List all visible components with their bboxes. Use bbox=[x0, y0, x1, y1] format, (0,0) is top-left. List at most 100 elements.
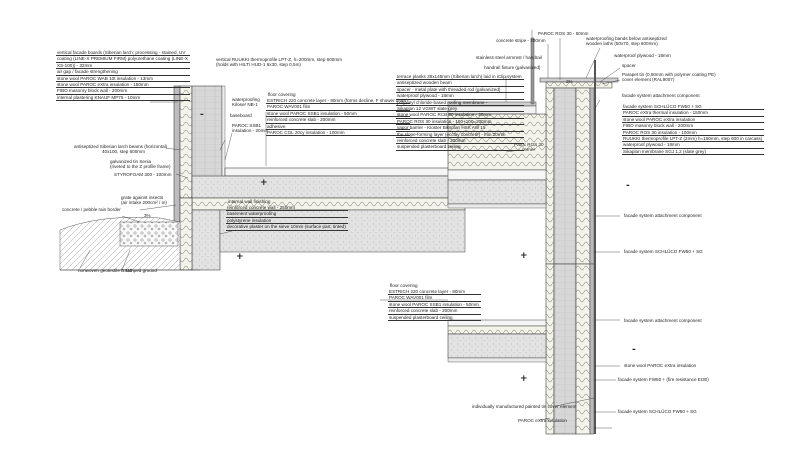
painted-tin-label: individually manufactured painted tin co… bbox=[472, 404, 577, 409]
parapet-line: Parapet tin (0,50mm with polymer coating… bbox=[622, 72, 716, 77]
styrofoam-label: STYROFOAM 300 - 100mm bbox=[114, 172, 172, 177]
terrace-layer: polyvinyl chloride-based roofing membran… bbox=[396, 100, 524, 107]
wall-finishing-title: internal wall finishing bbox=[228, 199, 271, 204]
waterproofing-line: waterproofing bbox=[232, 97, 260, 102]
galvanized-tin-label: galvanized tin Senia (riveted to the Z p… bbox=[110, 159, 171, 170]
concrete-stripe-label: concrete stripe - 200mm bbox=[496, 38, 546, 43]
pebble-border-label: concrete / pebble rain border bbox=[62, 207, 121, 212]
corner-line: corner bbox=[522, 147, 536, 153]
terrace-layer: the slope-forming layer (ecclay concrete… bbox=[396, 132, 524, 139]
parapet-label: Parapet tin (0,50mm with polymer coating… bbox=[622, 72, 716, 83]
terrace-layer: vapor barrier - Kloster Biksplan HSK AW … bbox=[396, 125, 524, 132]
thermoprofile-line: (holds with HILTI HUD-1 6x30, step 0,5m) bbox=[216, 62, 301, 68]
corner-label: Paroc ROS 30 corner bbox=[514, 142, 544, 153]
galvanized-line: galvanized tin Senia bbox=[110, 159, 152, 164]
steel-armrest-label: stainless steel armrest / handrail bbox=[476, 55, 542, 60]
grate-label: grate against insects (air intake 200cm²… bbox=[121, 195, 167, 206]
terrace-layer: stone wool PAROC RCB 80 insulation - 20m… bbox=[396, 112, 524, 119]
grate-line: (air intake 200cm² / m) bbox=[121, 200, 167, 206]
facade-layer: vertical facade boards (Siberian larch; … bbox=[56, 50, 190, 57]
terrace-layer: terrace planks 28x145mm (Siberian larch)… bbox=[396, 74, 524, 81]
paroc-ros-top-label: PAROC ROS 30 - 50mm bbox=[538, 31, 589, 36]
galvanized-line: (riveted to the Z profile frame) bbox=[110, 164, 171, 170]
baseboard-label: baseboard bbox=[230, 113, 252, 118]
floor-layer: PAROC CGL 20cy insulation - 100mm bbox=[266, 130, 410, 137]
interior-plus-symbol: + bbox=[260, 178, 268, 188]
terrace-layer: PAROC ROS 30 insulation - 100+100=200mm bbox=[396, 119, 524, 126]
facade-system-layer: PAROC eXtra thermal insulation - 150mm bbox=[622, 110, 765, 117]
ssb1-line: insulation - 20mm bbox=[232, 128, 269, 134]
floor-layer: adhesive bbox=[266, 124, 410, 131]
handrail-fixture-label: handrail fixture (galvanized) bbox=[484, 65, 541, 70]
facade-system-layer: RUUKKI thermoprofile LPT-Z (2mm) h=150mm… bbox=[622, 136, 765, 143]
bands-line: wooden laths (50x70, step 600mm) bbox=[586, 41, 658, 47]
floor-layer: suspended plasterboard ceiling bbox=[388, 315, 481, 322]
corner-line: Paroc ROS 30 bbox=[514, 142, 544, 147]
facade-layer: coating (LINE-X PREMIUM FIRM) polyuretha… bbox=[56, 56, 190, 63]
terrace-layer: Sikaplan 12 VGWT slate grey bbox=[396, 106, 524, 113]
floor-layer-stack-right: ESTRICH 220 concrete layer - 80mm PAROC … bbox=[388, 289, 481, 322]
floor-layer: PAROC WAV001 film bbox=[388, 295, 481, 302]
exterior-minus-symbol: - bbox=[494, 146, 498, 156]
paroc-extra-ins-label: PAROC eXtra insulation bbox=[518, 418, 567, 423]
facade-system-stack: facade system SCHLÜCO FW50 + SG PAROC eX… bbox=[622, 104, 765, 156]
facade-layer-stack: vertical facade boards (Siberian larch; … bbox=[56, 50, 190, 102]
facade-system-layer: stone wool PAROC eXtra insulation bbox=[622, 117, 765, 124]
terrace-layer: suspended plasterboard ceiling bbox=[396, 144, 524, 151]
facade-system-layer: FIBO masonry block wall - 200mm bbox=[622, 123, 765, 130]
floor-layer: ESTRICH 220 concrete layer - 80mm bbox=[388, 289, 481, 296]
floor-layer: reinforced concrete slab - 200mm bbox=[388, 308, 481, 315]
terrace-layer: waterproof plywood - 18mm bbox=[396, 93, 524, 100]
geotextile-label: nonwoven geotextile BS15 bbox=[78, 268, 133, 273]
terrace-layer-stack: terrace planks 28x145mm (Siberian larch)… bbox=[396, 74, 524, 151]
floor-layer: stone wool PAROC SSB1 insulation - 50mm bbox=[266, 111, 410, 118]
parapet-line: cover element (RAL9007) bbox=[622, 77, 675, 83]
floor-covering-title: floor covering bbox=[268, 92, 296, 97]
floor-layer: PAROC WAV001 film bbox=[266, 104, 410, 111]
waterproof-plywood-label: waterproof plywood - 18mm bbox=[614, 53, 671, 58]
basement-wall-stack: reinforced concrete wall - 250mm basemen… bbox=[226, 205, 348, 231]
waterproofing-label: waterproofing Kiloser NB-1 bbox=[232, 97, 260, 108]
exterior-minus-symbol: - bbox=[632, 345, 636, 355]
floor-layer-stack: ESTRICH 220 concrete layer - 80mm (forms… bbox=[266, 98, 410, 137]
thermoprofile-line: vertical RUUKKI thermoprofile LPT-Z, h=2… bbox=[216, 57, 342, 62]
beams-line: 40x100, step 600mm bbox=[102, 149, 145, 155]
paroc-ssb1-label: PAROC SSB1 insulation - 20mm bbox=[232, 123, 268, 134]
stone-extra-label: stone wool PAROC eXtra insulation bbox=[624, 363, 697, 368]
terrace-layer: spacer - metal plate with threaded rod (… bbox=[396, 87, 524, 94]
waterproofing-line: Kiloser NB-1 bbox=[232, 102, 258, 108]
facade-system-layer: facade system SCHLÜCO FW50 + SG bbox=[622, 104, 765, 111]
interior-plus-symbol: + bbox=[520, 374, 528, 384]
wall-layer: basement waterproofing bbox=[226, 211, 348, 218]
ssb1-line: PAROC SSB1 bbox=[232, 123, 262, 128]
tamped-ground-label: tamped ground bbox=[126, 268, 157, 273]
facade-layer: stone wool PAROC WAB 10t insulation - 13… bbox=[56, 76, 190, 83]
wall-layer: reinforced concrete wall - 250mm bbox=[226, 205, 348, 212]
attachment-mid-label: facade system attachment component bbox=[624, 213, 702, 218]
grate-line: grate against insects bbox=[121, 195, 164, 200]
facade-layer: FIBO masonry block wall - 200mm bbox=[56, 88, 190, 95]
wall-layer: decorative plaster on the sieve 10mm (su… bbox=[226, 224, 348, 231]
floor-layer: reinforced concrete slab - 200mm bbox=[266, 117, 410, 124]
spacer-label: spacer bbox=[622, 63, 636, 68]
interior-plus-symbol: + bbox=[236, 252, 244, 262]
bands-line: waterproofing bands below antiseptized bbox=[586, 36, 667, 41]
terrace-layer: antiseptized wooden beam bbox=[396, 80, 524, 87]
beams-line: antiseptized Siberian larch beams (horiz… bbox=[74, 144, 168, 149]
facade-mid-label: facade system SCHLÜCO FW50 + SG bbox=[624, 249, 703, 254]
wall-layer: polystyrene insulation bbox=[226, 218, 348, 225]
facade-system-layer: Sikaplan membrane SGJ 1.2 (slate grey) bbox=[622, 149, 765, 156]
attachment-low-label: facade system attachment component bbox=[624, 318, 702, 323]
exterior-minus-symbol: - bbox=[626, 181, 630, 191]
facade-system-layer: PAROC ROS 30 insulation - 100mm bbox=[622, 130, 765, 137]
thermoprofile-label: vertical RUUKKI thermoprofile LPT-Z, h=2… bbox=[216, 57, 342, 68]
exterior-minus-symbol: - bbox=[200, 110, 204, 120]
slope-label: 3% bbox=[144, 213, 151, 218]
antiseptic-beams-label: antiseptized Siberian larch beams (horiz… bbox=[74, 144, 167, 155]
floor-layer: ESTRICH 220 concrete layer - 80mm (forms… bbox=[266, 98, 410, 105]
waterproof-bands-label: waterproofing bands below antiseptized w… bbox=[586, 36, 667, 47]
interior-plus-symbol: + bbox=[520, 251, 528, 261]
floor-layer: stone wool PAROC SSB1 insulation - 50mm bbox=[388, 301, 481, 309]
terrace-layer: reinforced concrete slab - 200mm bbox=[396, 138, 524, 145]
